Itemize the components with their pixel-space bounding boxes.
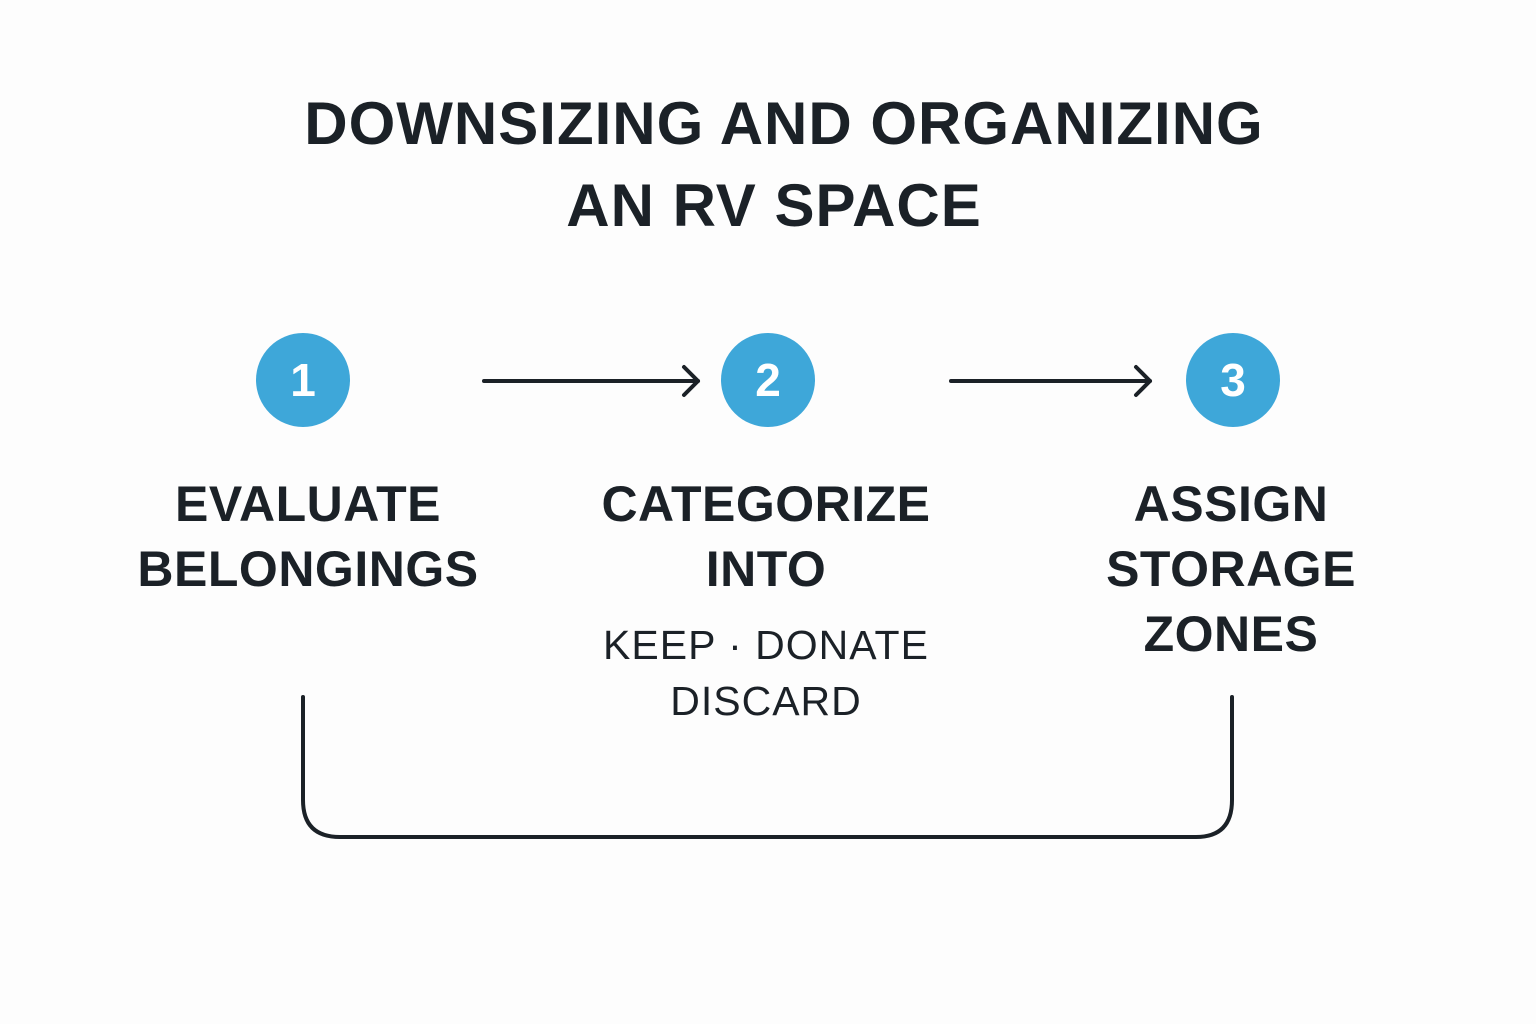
- step-1-label: EVALUATE BELONGINGS: [137, 476, 479, 597]
- step-3-number-badge: 3: [1186, 333, 1280, 427]
- loop-bracket: [301, 695, 1234, 839]
- arrow-1-to-2: [482, 365, 700, 397]
- step-1-number-badge: 1: [256, 333, 350, 427]
- step-3-label: ASSIGN STORAGE ZONES: [1106, 476, 1356, 662]
- title-line-2: AN RV SPACE: [566, 172, 982, 239]
- arrow-2-to-3: [949, 365, 1152, 397]
- step-2-options: KEEP · DONATE DISCARD: [603, 622, 929, 724]
- step-1-number: 1: [290, 354, 316, 406]
- step-3-number: 3: [1220, 354, 1246, 406]
- step-2-number-badge: 2: [721, 333, 815, 427]
- title-line-1: DOWNSIZING AND ORGANIZING: [304, 90, 1264, 157]
- step-2-label: CATEGORIZE INTO: [601, 476, 931, 597]
- step-2-number: 2: [755, 354, 781, 406]
